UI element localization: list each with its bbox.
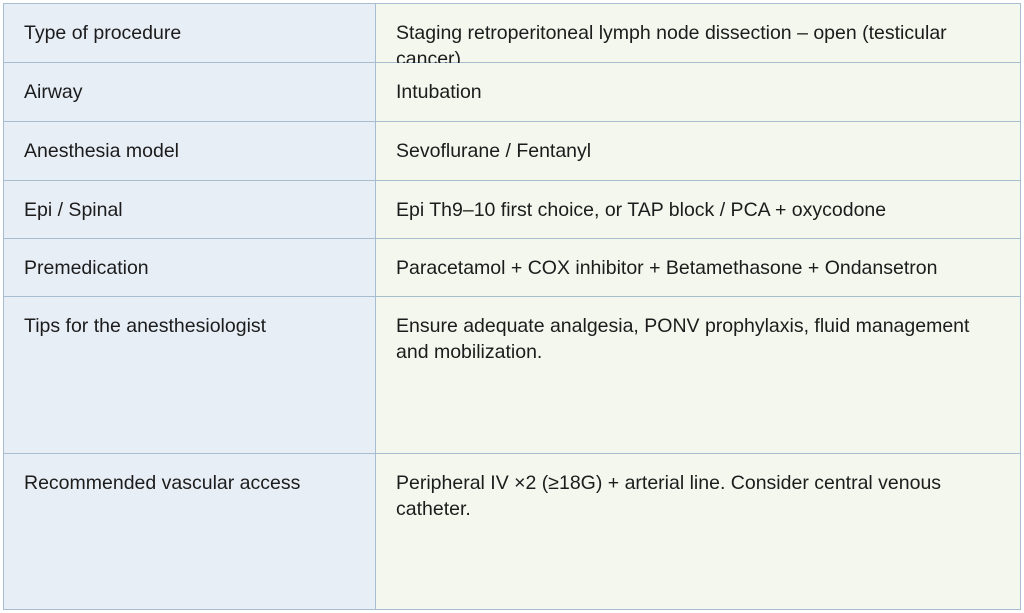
row-value: Sevoflurane / Fentanyl [376, 122, 1020, 180]
row-value: Peripheral IV ×2 (≥18G) + arterial line.… [376, 454, 1020, 609]
row-value: Ensure adequate analgesia, PONV prophyla… [376, 297, 1020, 453]
table-row: Recommended vascular access Peripheral I… [4, 454, 1020, 609]
table-row: Epi / Spinal Epi Th9–10 first choice, or… [4, 181, 1020, 239]
table-row: Tips for the anesthesiologist Ensure ade… [4, 297, 1020, 454]
table-row: Premedication Paracetamol + COX inhibito… [4, 239, 1020, 297]
row-label: Epi / Spinal [4, 181, 376, 238]
row-value: Staging retroperitoneal lymph node disse… [376, 4, 1020, 70]
row-value: Epi Th9–10 first choice, or TAP block / … [376, 181, 1020, 238]
row-label: Tips for the anesthesiologist [4, 297, 376, 453]
row-label: Type of procedure [4, 4, 376, 62]
procedure-table: Type of procedure Staging retroperitonea… [3, 3, 1021, 610]
row-label: Airway [4, 63, 376, 121]
table-row: Airway Intubation [4, 63, 1020, 122]
table-row: Type of procedure Staging retroperitonea… [4, 4, 1020, 70]
row-label: Anesthesia model [4, 122, 376, 180]
table-row: Anesthesia model Sevoflurane / Fentanyl [4, 122, 1020, 181]
row-value: Intubation [376, 63, 1020, 121]
row-value: Paracetamol + COX inhibitor + Betamethas… [376, 239, 1020, 296]
row-label: Premedication [4, 239, 376, 296]
row-label: Recommended vascular access [4, 454, 376, 609]
